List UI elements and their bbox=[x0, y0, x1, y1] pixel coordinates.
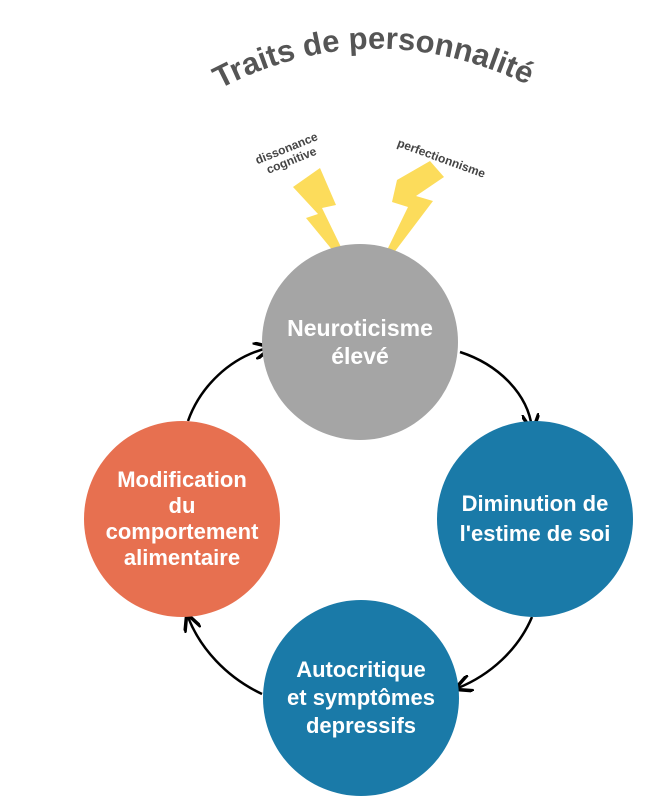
node-self-esteem-label: Diminution de l'estime de soi bbox=[459, 491, 611, 546]
arrow-auto-to-modif bbox=[188, 617, 263, 696]
node-eating-behavior: Modification du comportement alimentaire bbox=[84, 421, 280, 617]
node-eating-behavior-label: Modification du comportement alimentaire bbox=[105, 467, 259, 570]
arrow-neuro-to-estime bbox=[459, 350, 532, 428]
diagram-title: Traits de personnalité bbox=[207, 21, 539, 96]
node-self-criticism: Autocritique et symptômes depressifs bbox=[263, 600, 459, 796]
arrow-estime-to-auto bbox=[458, 616, 534, 688]
trigger-label-left: dissonancecognitive bbox=[253, 129, 325, 179]
svg-text:dissonancecognitive: dissonancecognitive bbox=[253, 129, 325, 179]
arrow-modif-to-neuro bbox=[186, 348, 268, 422]
node-neuroticism: Neuroticisme élevé bbox=[262, 244, 458, 440]
node-neuroticism-label: Neuroticisme élevé bbox=[287, 315, 433, 369]
node-self-criticism-label: Autocritique et symptômes depressifs bbox=[287, 657, 435, 738]
node-self-esteem: Diminution de l'estime de soi bbox=[437, 421, 633, 617]
